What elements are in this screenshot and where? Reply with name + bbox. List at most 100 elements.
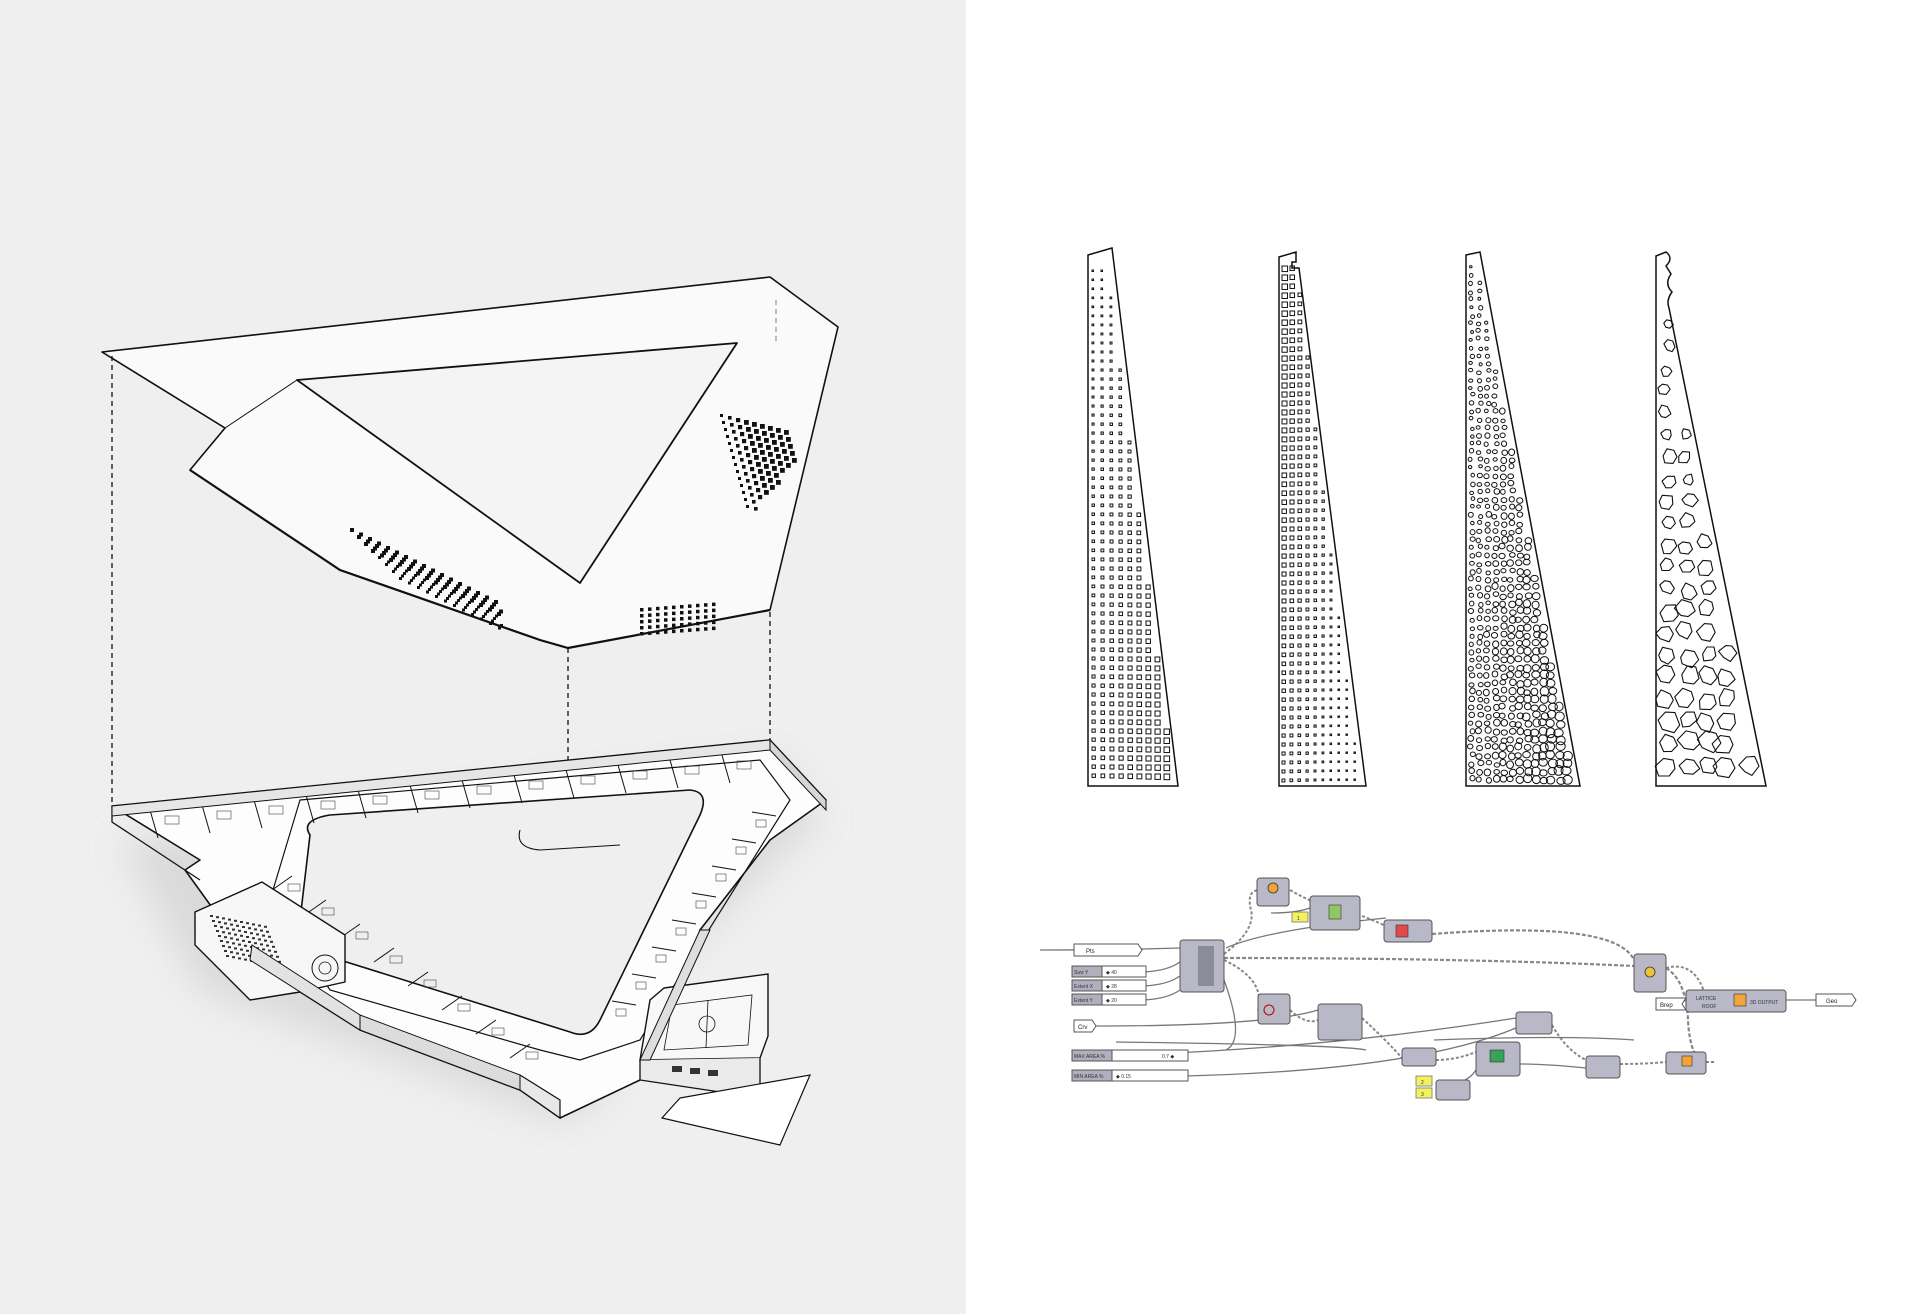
slider-min-area[interactable]: MIN AREA % ◆ 0.15 bbox=[1071, 1069, 1189, 1082]
perforation bbox=[1100, 269, 1103, 272]
perforation bbox=[1297, 706, 1302, 711]
perforation bbox=[760, 450, 765, 455]
perforation bbox=[722, 421, 725, 424]
cell bbox=[1484, 346, 1489, 351]
cell bbox=[1467, 666, 1474, 672]
perforation bbox=[1154, 665, 1161, 672]
perforation bbox=[1305, 526, 1310, 531]
perforation bbox=[1109, 656, 1115, 662]
cell bbox=[1468, 415, 1474, 421]
perforation bbox=[491, 619, 494, 623]
cell bbox=[1501, 449, 1509, 456]
perforation bbox=[680, 623, 684, 627]
perforation bbox=[1313, 760, 1317, 764]
cell bbox=[1523, 646, 1532, 656]
perforation bbox=[1321, 706, 1325, 710]
perforation bbox=[1145, 584, 1151, 590]
perforation bbox=[434, 580, 438, 585]
perforation bbox=[1281, 508, 1287, 514]
cell bbox=[1475, 776, 1482, 783]
perforation bbox=[1100, 485, 1105, 490]
seat bbox=[276, 955, 279, 958]
perforation bbox=[1289, 724, 1294, 729]
cell bbox=[1530, 615, 1539, 624]
cell bbox=[1660, 365, 1673, 377]
cell bbox=[1522, 671, 1531, 679]
cell bbox=[1498, 742, 1507, 751]
perforation bbox=[1297, 436, 1303, 442]
perforation bbox=[429, 571, 433, 575]
perforation bbox=[1305, 463, 1310, 468]
perforation bbox=[680, 611, 684, 615]
perforation bbox=[1313, 670, 1317, 674]
perforation bbox=[1329, 634, 1333, 638]
slider-extent-y[interactable]: Extent Y ◆ 20 bbox=[1071, 993, 1147, 1006]
perforation bbox=[359, 532, 363, 537]
yellow-tag-3: 3 bbox=[1415, 1087, 1433, 1099]
room-wall bbox=[373, 947, 395, 963]
slider-extent-x[interactable]: Extent X ◆ 28 bbox=[1071, 979, 1147, 992]
perforation bbox=[1163, 773, 1171, 781]
component-nodes[interactable] bbox=[1179, 877, 1787, 1101]
cell bbox=[1524, 767, 1534, 777]
cell bbox=[1485, 777, 1493, 784]
perforation bbox=[1297, 778, 1301, 782]
perforation bbox=[1145, 611, 1151, 617]
cell bbox=[1506, 775, 1514, 783]
cell bbox=[1506, 577, 1514, 583]
perforation bbox=[500, 624, 503, 627]
cell bbox=[1499, 679, 1507, 686]
slider-size-y[interactable]: Size Y ◆ 40 bbox=[1071, 965, 1147, 978]
cell bbox=[1490, 632, 1499, 639]
perforation bbox=[1136, 530, 1142, 536]
perforation bbox=[1313, 616, 1318, 621]
perforation bbox=[1100, 602, 1105, 607]
cell bbox=[1469, 409, 1475, 415]
cell bbox=[1484, 681, 1491, 688]
cell bbox=[1661, 515, 1676, 530]
perforation bbox=[1281, 733, 1286, 738]
input-brep[interactable]: Brep bbox=[1655, 997, 1687, 1011]
perforation bbox=[1281, 679, 1286, 684]
output-geo[interactable]: Geo bbox=[1815, 993, 1857, 1007]
perforation bbox=[1281, 337, 1288, 344]
perforation bbox=[1321, 580, 1325, 584]
perforation bbox=[1100, 755, 1106, 761]
perforation bbox=[1091, 728, 1096, 733]
input-crv[interactable]: Crv bbox=[1073, 1019, 1097, 1033]
perforation bbox=[1313, 589, 1318, 594]
perforation bbox=[1321, 733, 1325, 737]
output-node-label-1: LATTICE bbox=[1696, 996, 1717, 1002]
cell bbox=[1485, 511, 1493, 518]
perforation bbox=[1145, 638, 1151, 644]
perforation bbox=[656, 606, 660, 611]
perforation bbox=[1154, 692, 1161, 699]
perforation bbox=[1353, 778, 1356, 781]
cell bbox=[1484, 742, 1492, 750]
perforation bbox=[1281, 499, 1287, 505]
cell bbox=[1484, 585, 1492, 593]
cell bbox=[1469, 626, 1476, 632]
perforation bbox=[1118, 611, 1124, 617]
perforation bbox=[1337, 634, 1341, 638]
perforation bbox=[467, 586, 471, 591]
perforation bbox=[1281, 724, 1286, 729]
cell bbox=[1659, 604, 1679, 623]
perforation bbox=[1127, 458, 1132, 463]
input-pts[interactable]: Pts bbox=[1073, 943, 1143, 957]
cell bbox=[1696, 730, 1722, 754]
perforation bbox=[1118, 449, 1123, 454]
furniture bbox=[635, 981, 647, 990]
slider-max-area[interactable]: MAX AREA % 0.7 ◆ bbox=[1071, 1049, 1189, 1062]
cell bbox=[1483, 615, 1491, 622]
cell bbox=[1516, 737, 1524, 745]
cell bbox=[1655, 664, 1676, 684]
perforation bbox=[456, 584, 460, 589]
cell bbox=[1477, 280, 1483, 286]
slider-size-y-value: ◆ 40 bbox=[1106, 970, 1117, 976]
cell bbox=[1523, 773, 1533, 784]
perforation bbox=[1091, 521, 1095, 525]
perforation bbox=[1100, 584, 1105, 589]
cell bbox=[1476, 353, 1482, 359]
cell bbox=[1492, 417, 1499, 424]
